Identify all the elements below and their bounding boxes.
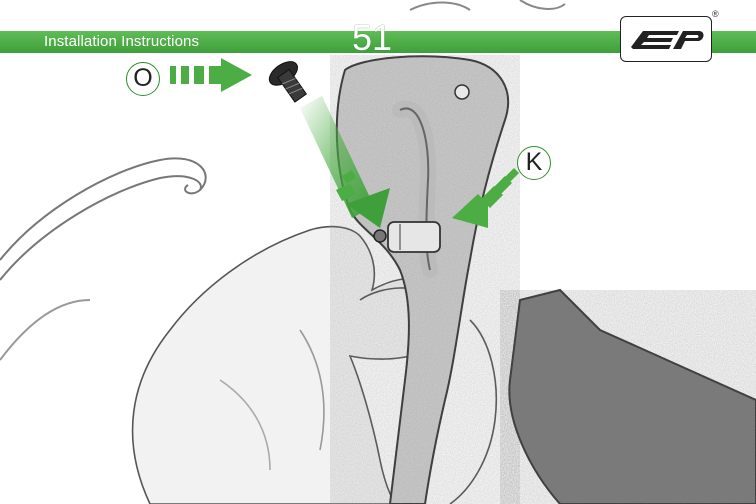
header-title: Installation Instructions — [44, 31, 199, 53]
registered-mark: ® — [712, 9, 719, 19]
arrow-icon-o — [170, 58, 252, 92]
page-number: 51 — [352, 20, 392, 56]
lever-bracket — [330, 55, 520, 504]
brake-body — [500, 290, 756, 504]
callout-o-label: O — [126, 62, 160, 96]
cable-top — [410, 0, 565, 10]
callout-k-label: K — [517, 146, 551, 180]
ep-logo — [620, 16, 712, 62]
ep-logo-icon — [621, 17, 710, 60]
button-head-screw-icon — [265, 57, 314, 107]
